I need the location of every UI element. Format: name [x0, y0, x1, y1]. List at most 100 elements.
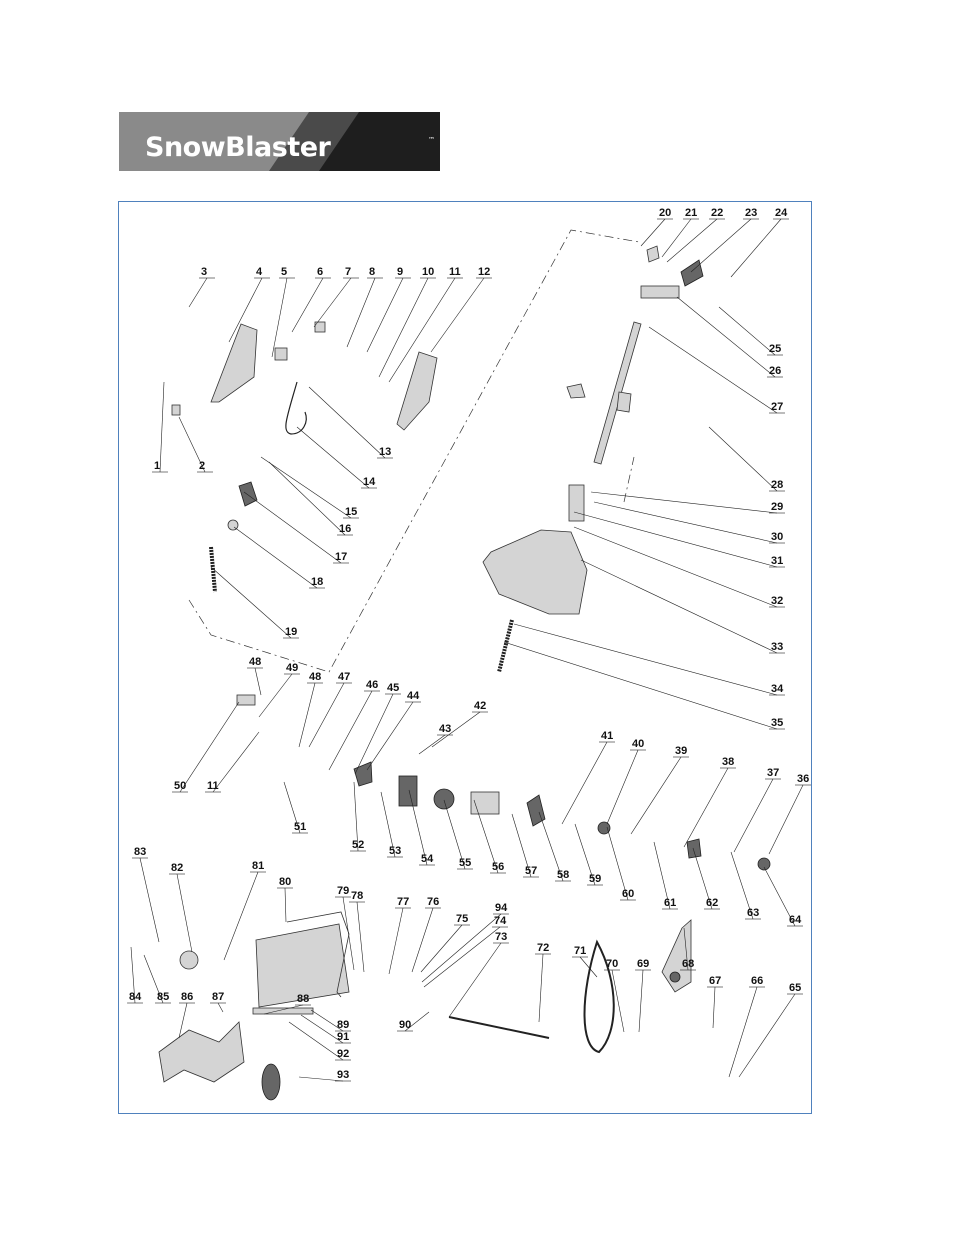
callout-94: 94	[421, 902, 509, 983]
callout-87: 87	[210, 991, 226, 1013]
callout-12: 12	[430, 266, 492, 353]
callout-22: 22	[666, 207, 725, 263]
part-number-label: 63	[747, 907, 759, 919]
callout-46: 46	[328, 679, 380, 771]
part-number-label: 44	[407, 690, 420, 702]
callout-35: 35	[503, 641, 785, 730]
callout-56: 56	[473, 799, 506, 874]
callout-11: 11	[205, 731, 260, 793]
part-number-label: 81	[252, 860, 264, 872]
callout-10: 10	[378, 266, 436, 378]
part-number-label: 64	[789, 914, 802, 926]
part-number-label: 59	[589, 873, 601, 885]
callout-14: 14	[296, 426, 377, 489]
part-number-label: 51	[294, 821, 306, 833]
callout-21: 21	[661, 207, 699, 258]
callout-73: 73	[448, 931, 509, 1018]
callout-47: 47	[308, 671, 352, 748]
part-number-label: 70	[606, 958, 618, 970]
part-number-label: 88	[297, 993, 309, 1005]
part-number-label: 6	[317, 266, 323, 278]
callout-55: 55	[443, 799, 473, 870]
part-number-label: 41	[601, 730, 613, 742]
part-number-label: 24	[775, 207, 788, 219]
part-number-label: 60	[622, 888, 634, 900]
part-number-label: 76	[427, 896, 439, 908]
part-number-label: 4	[256, 266, 263, 278]
part-number-label: 43	[439, 723, 451, 735]
part-number-label: 52	[352, 839, 364, 851]
callout-1: 1	[152, 381, 168, 473]
part-number-label: 16	[339, 523, 351, 535]
part-number-label: 90	[399, 1019, 411, 1031]
callout-23: 23	[690, 207, 759, 273]
callout-83: 83	[132, 846, 160, 943]
callout-44: 44	[366, 690, 421, 771]
callout-80: 80	[277, 876, 293, 923]
callout-65: 65	[738, 982, 803, 1078]
part-number-label: 5	[281, 266, 287, 278]
part-number-label: 48	[309, 671, 321, 683]
callout-53: 53	[380, 791, 403, 858]
part-number-label: 13	[379, 446, 391, 458]
callout-31: 31	[573, 511, 785, 568]
svg-text:™: ™	[428, 136, 435, 144]
callout-28: 28	[708, 426, 785, 492]
part-number-label: 65	[789, 982, 801, 994]
part-number-label: 28	[771, 479, 783, 491]
part-number-label: 54	[421, 853, 434, 865]
callout-42: 42	[431, 700, 488, 748]
part-number-label: 48	[249, 656, 261, 668]
callout-88: 88	[263, 993, 311, 1015]
part-number-label: 71	[574, 945, 586, 957]
callout-2: 2	[178, 416, 213, 473]
callout-5: 5	[271, 266, 295, 358]
callout-26: 26	[676, 296, 783, 378]
part-number-label: 18	[311, 576, 323, 588]
part-number-label: 35	[771, 717, 783, 729]
part-number-label: 85	[157, 991, 169, 1003]
callout-66: 66	[728, 975, 765, 1078]
part-number-label: 34	[771, 683, 784, 695]
part-number-label: 73	[495, 931, 507, 943]
callout-76: 76	[411, 896, 441, 973]
parts-artwork	[158, 245, 771, 1101]
part-number-label: 58	[557, 869, 569, 881]
part-number-label: 20	[659, 207, 671, 219]
callout-40: 40	[606, 738, 646, 825]
callout-93: 93	[298, 1069, 351, 1082]
part-number-label: 62	[706, 897, 718, 909]
part-number-label: 38	[722, 756, 734, 768]
part-number-label: 82	[171, 862, 183, 874]
part-number-label: 23	[745, 207, 757, 219]
callout-41: 41	[561, 730, 615, 825]
assembly-line-handle	[188, 229, 640, 673]
callout-16: 16	[268, 461, 353, 536]
part-number-label: 30	[771, 531, 783, 543]
part-number-label: 83	[134, 846, 146, 858]
callout-61: 61	[653, 841, 678, 910]
part-number-label: 12	[478, 266, 490, 278]
callout-19: 19	[210, 566, 299, 639]
callout-92: 92	[288, 1021, 351, 1061]
part-number-label: 47	[338, 671, 350, 683]
part-number-label: 84	[129, 991, 142, 1003]
part-number-label: 9	[397, 266, 403, 278]
part-number-label: 61	[664, 897, 676, 909]
part-number-label: 78	[351, 890, 363, 902]
callout-74: 74	[423, 915, 508, 988]
callout-60: 60	[606, 826, 636, 901]
part-number-label: 86	[181, 991, 193, 1003]
part-number-label: 94	[495, 902, 508, 914]
part-number-label: 50	[174, 780, 186, 792]
part-number-label: 22	[711, 207, 723, 219]
callout-59: 59	[574, 823, 603, 886]
callout-54: 54	[408, 789, 435, 866]
callout-3: 3	[188, 266, 215, 308]
part-number-label: 26	[769, 365, 781, 377]
part-number-label: 11	[207, 780, 219, 792]
part-number-label: 27	[771, 401, 783, 413]
callout-82: 82	[169, 862, 193, 953]
callout-27: 27	[648, 326, 785, 414]
snowblaster-logo: SnowBlaster ™	[119, 112, 440, 171]
